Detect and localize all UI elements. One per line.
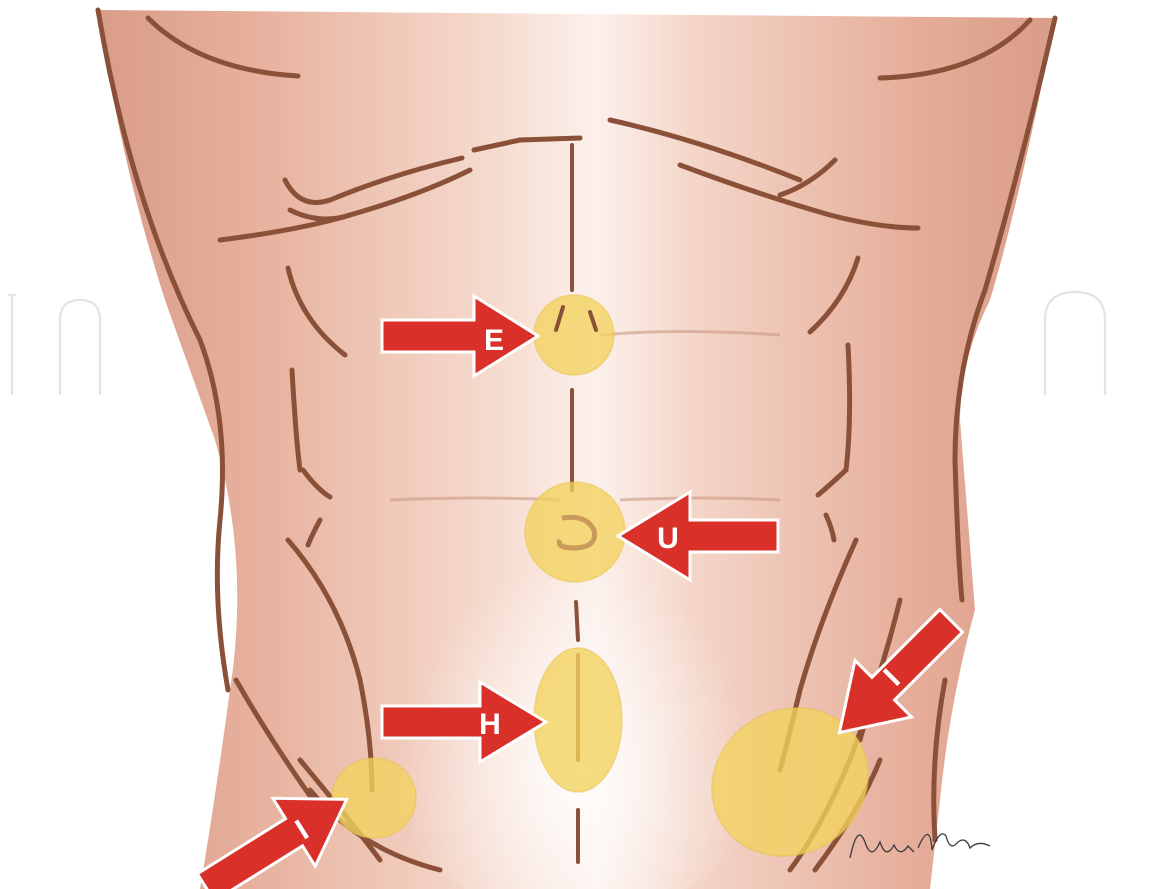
site-hypogastric xyxy=(534,648,622,792)
label-epigastric: E xyxy=(484,324,504,357)
site-umbilical xyxy=(525,482,625,582)
label-umbilical: U xyxy=(657,522,679,555)
label-hypogastric: H xyxy=(479,708,501,741)
site-epigastric xyxy=(534,295,614,375)
